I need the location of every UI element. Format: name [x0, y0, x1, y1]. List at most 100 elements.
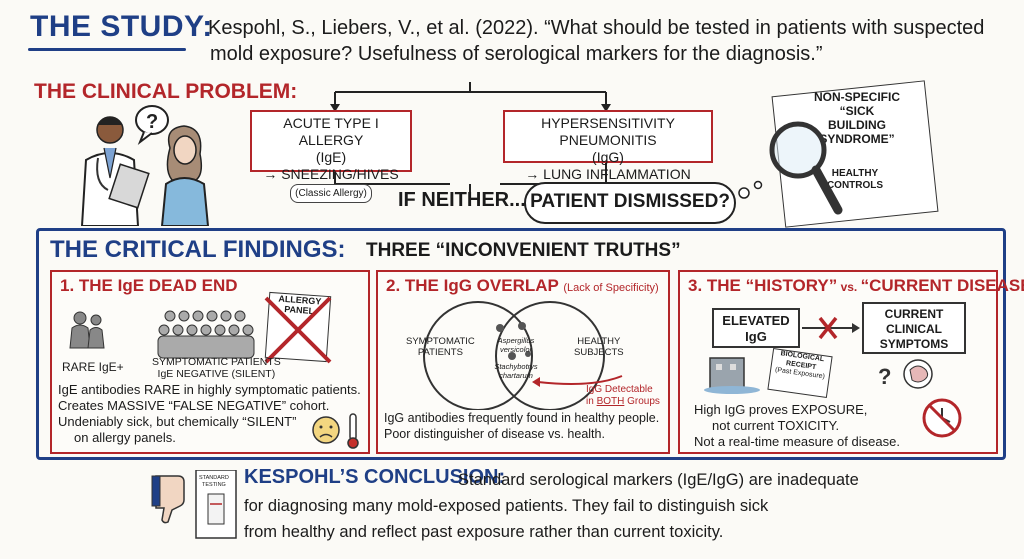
panel1-title: 1. THE IgE DEAD END — [60, 276, 238, 295]
crowd-icon — [157, 310, 255, 359]
findings-subtitle: THREE “INCONVENIENT TRUTHS” — [366, 240, 681, 261]
paper-controls-1: HEALTHY — [831, 168, 879, 179]
venn-left-circle — [423, 301, 533, 410]
patient-head — [173, 135, 197, 165]
panel2-title-wrap: 2. THE IgG OVERLAP (Lack of Specificity) — [386, 276, 659, 296]
moldy-building-icon — [704, 357, 760, 394]
sad-face-thermometer-icon — [312, 413, 359, 449]
elevated-igg-box: ELEVATED IgG — [712, 308, 800, 348]
center-label-1: Aspergillus — [497, 336, 535, 345]
panel3-title-b: “CURRENT DISEASE” — [860, 276, 1024, 295]
citation-line-2: mold exposure? Usefulness of serological… — [210, 43, 823, 65]
pneumo-line-1: HYPERSENSITIVITY PNEUMONITIS — [541, 115, 675, 148]
citation-line-1: Kespohl, S., Liebers, V., et al. (2022).… — [208, 17, 985, 39]
if-neither-text: IF NEITHER... — [398, 189, 526, 211]
conclusion-line-1-text: Standard serological markers (IgE/IgG) a… — [458, 471, 859, 489]
panel-history-vs-current: 3. THE “HISTORY” vs. “CURRENT DISEASE” E… — [678, 270, 1024, 454]
panel1-body: IgE antibodies RARE in highly symptomati… — [58, 382, 368, 446]
panel2-body-1: IgG antibodies frequently found in healt… — [384, 411, 660, 425]
allergy-line-2: (IgE) — [315, 149, 347, 165]
callout-arrow — [537, 375, 623, 385]
center-label-2: versicolor — [499, 345, 533, 354]
hypersensitivity-box: HYPERSENSITIVITY PNEUMONITIS (IgG) → LUN… — [503, 110, 713, 182]
biological-receipt: BIOLOGICAL RECEIPT (Past Exposure) — [767, 348, 833, 398]
panel1-body-3: Undeniably sick, but chemically “SILENT” — [58, 414, 297, 429]
conclusion-line-1: Standard serological markers (IgE/IgG) a… — [244, 467, 924, 493]
elevated-line-1: ELEVATED — [722, 313, 790, 328]
venn-left-label: SYMPTOMATIC PATIENTS — [406, 336, 475, 358]
right-label-1: HEALTHY — [577, 336, 621, 347]
paper-line-2: “SICK BUILDING — [828, 104, 886, 132]
current-line-2: CLINICAL — [886, 322, 942, 336]
center-label-3: Stachybotrys — [494, 362, 538, 371]
doctor-patient-illustration: ? — [80, 105, 210, 226]
svg-text:TESTING: TESTING — [202, 482, 226, 488]
patient-dismissed-cloud: PATIENT DISMISSED? — [524, 182, 736, 224]
patient-shirt — [160, 177, 210, 226]
venn-right-circle — [495, 301, 605, 410]
panel-ige-dead-end: 1. THE IgE DEAD END ALLERGY PANEL RARE I… — [50, 270, 370, 454]
panel2-body: IgG antibodies frequently found in healt… — [384, 410, 668, 442]
clinical-problem-title: THE CLINICAL PROBLEM: — [34, 80, 298, 103]
question-mark: ? — [146, 111, 158, 133]
panel3-body-1: High IgG proves EXPOSURE, — [694, 402, 868, 417]
rare-ige-label: RARE IgE+ — [62, 360, 124, 374]
classic-allergy-tag: (Classic Allergy) — [290, 184, 372, 203]
pneumo-line-3: → LUNG INFLAMMATION — [525, 166, 691, 182]
venn-center-label: Aspergillus versicolor Stachybotrys char… — [486, 336, 546, 380]
callout-pre: in — [586, 396, 597, 407]
igg-callout: IgG Detectable in BOTH Groups — [586, 384, 660, 408]
venn-diagram — [423, 301, 623, 410]
allergy-line-3: → SNEEZING/HIVES — [263, 166, 399, 182]
title-underline — [28, 48, 186, 51]
svg-text:STANDARD: STANDARD — [199, 475, 229, 481]
callout-em: BOTH — [596, 396, 625, 407]
question-brain-icon: ? — [878, 359, 933, 389]
center-label-4: chartarum — [499, 371, 533, 380]
symptomatic-label-1: SYMPTOMATIC PATIENTS — [152, 356, 281, 368]
current-line-3: SYMPTOMS — [879, 337, 949, 351]
clipboard-icon — [108, 163, 150, 209]
study-title: THE STUDY: — [30, 10, 213, 43]
conclusion-text: Standard serological markers (IgE/IgG) a… — [244, 467, 924, 545]
no-link-arrow — [802, 316, 860, 340]
thumbs-down-icon — [155, 475, 185, 524]
conclusion-line-2: for diagnosing many mold-exposed patient… — [244, 497, 769, 515]
panel2-title: 2. THE IgG OVERLAP — [386, 276, 559, 295]
panel2-title-note: (Lack of Specificity) — [563, 282, 659, 294]
acute-allergy-box: ACUTE TYPE I ALLERGY (IgE) → SNEEZING/HI… — [250, 110, 412, 203]
panel-igg-overlap: 2. THE IgG OVERLAP (Lack of Specificity)… — [376, 270, 670, 454]
paper-heading: NON-SPECIFIC “SICK BUILDING SYNDROME” — [812, 90, 902, 146]
callout-post: Groups — [624, 396, 660, 407]
panel2-body-2: Poor distinguisher of disease vs. health… — [384, 427, 605, 441]
current-symptoms-box: CURRENT CLINICAL SYMPTOMS — [862, 302, 966, 354]
elevated-line-2: IgG — [745, 329, 767, 344]
findings-frame — [36, 228, 1006, 460]
paper-line-3: SYNDROME” — [819, 132, 895, 146]
paper-line-1: NON-SPECIFIC — [813, 90, 900, 104]
thumbs-down-kit-illustration: STANDARD TESTING — [151, 470, 237, 539]
study-citation: Kespohl, S., Liebers, V., et al. (2022).… — [208, 15, 1008, 67]
panel3-body-3: Not a real-time measure of disease. — [694, 434, 900, 449]
panel3-body-2: not current TOXICITY. — [712, 418, 840, 433]
people-illustration — [69, 310, 255, 359]
panel3-title-a: 3. THE “HISTORY” — [688, 276, 838, 295]
no-clock-icon — [922, 398, 962, 438]
svg-text:?: ? — [878, 364, 891, 389]
paper-controls: HEALTHY CONTROLS — [820, 168, 890, 192]
mold-spore-icon — [496, 322, 531, 360]
panel1-body-4: on allergy panels. — [74, 430, 176, 445]
symptomatic-label-2: IgE NEGATIVE (SILENT) — [157, 368, 276, 380]
findings-title: THE CRITICAL FINDINGS: — [50, 236, 346, 263]
pneumo-line-2: (IgG) — [592, 149, 624, 165]
callout-line-2: in BOTH Groups — [586, 396, 660, 408]
stethoscope-icon — [96, 157, 109, 191]
panel3-title-wrap: 3. THE “HISTORY” vs. “CURRENT DISEASE” — [688, 276, 1024, 296]
panel3-title-vs: vs. — [837, 280, 861, 294]
conclusion-line-3: from healthy and reflect past exposure r… — [244, 523, 724, 541]
panel1-body-2: Creates MASSIVE “FALSE NEGATIVE” cohort. — [58, 398, 330, 413]
panel1-body-1: IgE antibodies RARE in highly symptomati… — [58, 382, 361, 397]
symptomatic-label: SYMPTOMATIC PATIENTS IgE NEGATIVE (SILEN… — [152, 356, 281, 380]
current-line-1: CURRENT — [884, 307, 944, 321]
magnifier-icon — [769, 121, 843, 215]
